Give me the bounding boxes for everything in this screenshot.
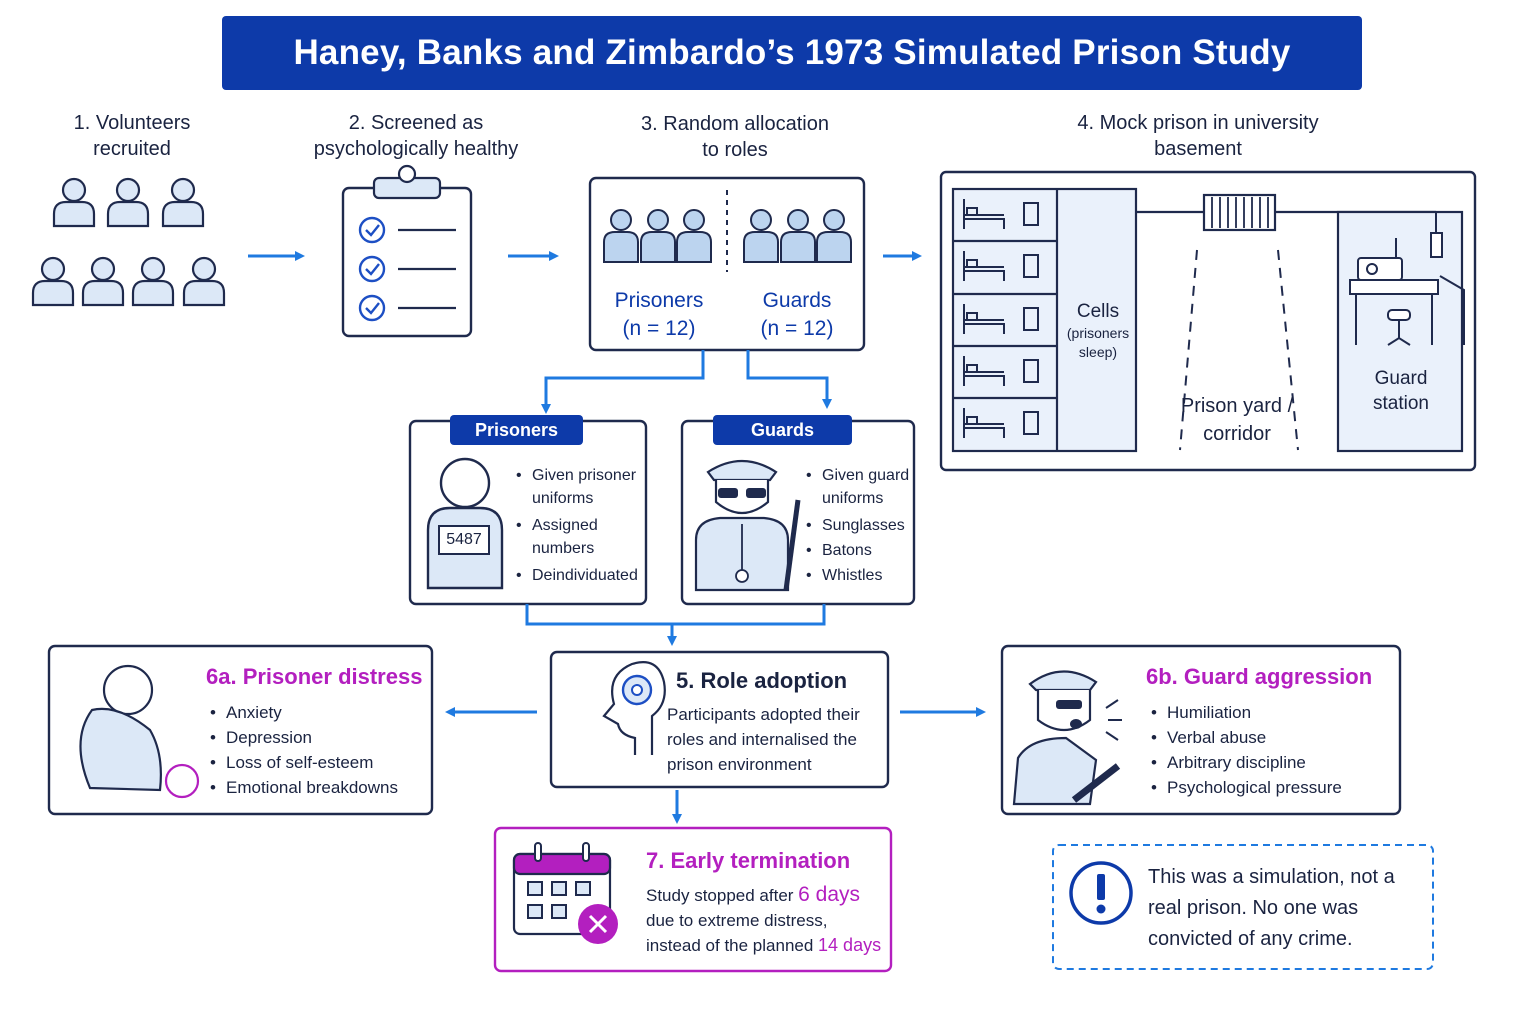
list-item: Arbitrary discipline bbox=[1151, 750, 1391, 775]
role-adoption-text: Participants adopted their roles and int… bbox=[667, 702, 882, 777]
termination-text: Study stopped after 6 days due to extrem… bbox=[646, 882, 886, 958]
prisoner-distress-title: 6a. Prisoner distress bbox=[206, 664, 423, 689]
prisoner-number-badge: 5487 bbox=[446, 531, 482, 548]
page-title: Haney, Banks and Zimbardo’s 1973 Simulat… bbox=[293, 33, 1291, 72]
list-item: Emotional breakdowns bbox=[210, 775, 422, 800]
guard-figure-icon bbox=[694, 460, 801, 592]
termination-line-2: due to extreme distress, bbox=[646, 911, 828, 930]
prisoners-group-icon bbox=[603, 209, 712, 263]
list-item: Given guard uniforms bbox=[806, 464, 910, 510]
prisoners-card-tab: Prisoners bbox=[450, 415, 583, 445]
list-item: Depression bbox=[210, 725, 422, 750]
step2-line2: psychologically healthy bbox=[313, 138, 519, 160]
clipboard-checklist-icon bbox=[341, 164, 473, 338]
exclamation-icon bbox=[1069, 861, 1133, 925]
cells-note-1: (prisoners bbox=[1066, 325, 1130, 341]
prisoner-figure-icon bbox=[426, 457, 504, 590]
list-item: Verbal abuse bbox=[1151, 725, 1391, 750]
station-line-2: station bbox=[1373, 393, 1429, 414]
prisoners-count: (n = 12) bbox=[622, 317, 696, 340]
note-line-3: convicted of any crime. bbox=[1148, 928, 1353, 950]
head-gear-icon bbox=[602, 661, 666, 755]
list-item: Given prisoner uniforms bbox=[516, 464, 642, 510]
planned-duration: 14 days bbox=[818, 935, 882, 955]
role-line-2: roles and internalised the bbox=[667, 730, 857, 749]
guards-card-tab: Guards bbox=[713, 415, 852, 445]
list-item: Anxiety bbox=[210, 700, 422, 725]
list-item: Loss of self-esteem bbox=[210, 750, 422, 775]
cells-note-2: sleep) bbox=[1078, 344, 1118, 360]
guards-count: (n = 12) bbox=[760, 317, 834, 340]
arrow-to-prisoners bbox=[541, 350, 705, 414]
guards-card-list: Given guard uniforms Sunglasses Batons W… bbox=[806, 464, 910, 587]
role-line-1: Participants adopted their bbox=[667, 705, 860, 724]
termination-line-1: Study stopped after 6 days bbox=[646, 883, 861, 906]
list-item: Whistles bbox=[806, 564, 910, 587]
step4-line1: 4. Mock prison in university bbox=[1077, 112, 1319, 134]
distressed-person-icon bbox=[79, 664, 200, 799]
list-item: Psychological pressure bbox=[1151, 775, 1391, 800]
step4-line2: basement bbox=[1154, 138, 1242, 160]
note-line-1: This was a simulation, not a bbox=[1148, 866, 1395, 888]
list-item: Sunglasses bbox=[806, 514, 910, 537]
termination-line-3: instead of the planned 14 days bbox=[646, 935, 882, 955]
step3-line1: 3. Random allocation bbox=[641, 113, 829, 135]
step2-line1: 2. Screened as bbox=[348, 112, 484, 134]
step1-line1: 1. Volunteers bbox=[73, 112, 191, 134]
title-banner: Haney, Banks and Zimbardo’s 1973 Simulat… bbox=[222, 16, 1362, 90]
prisoners-allocation-label: Prisoners (n = 12) bbox=[600, 287, 718, 343]
flow-arrows bbox=[248, 251, 986, 824]
guard-aggression-title: 6b. Guard aggression bbox=[1146, 664, 1373, 689]
cells-label: Cells (prisoners sleep) bbox=[1060, 300, 1136, 362]
role-adoption-title: 5. Role adoption bbox=[676, 668, 848, 693]
prisoner-distress-list: Anxiety Depression Loss of self-esteem E… bbox=[210, 700, 422, 800]
guard-station-label: Guard station bbox=[1350, 366, 1452, 416]
list-item: Assigned numbers bbox=[516, 514, 642, 560]
list-item: Batons bbox=[806, 539, 910, 562]
guards-group-icon bbox=[743, 209, 852, 263]
mock-prison-floorplan bbox=[939, 170, 1477, 472]
step4-label: 4. Mock prison in university basement bbox=[1040, 110, 1356, 162]
disclaimer-box bbox=[1052, 844, 1434, 970]
guards-label: Guards bbox=[762, 289, 832, 312]
yard-line-2: corridor bbox=[1203, 423, 1271, 445]
step3-label: 3. Random allocation to roles bbox=[620, 111, 850, 163]
calendar-cancel-icon bbox=[512, 842, 618, 944]
yard-line-1: Prison yard / bbox=[1180, 395, 1294, 417]
shouting-guard-icon bbox=[1012, 670, 1122, 806]
prisoners-card-list: Given prisoner uniforms Assigned numbers… bbox=[516, 464, 642, 587]
step3-line2: to roles bbox=[702, 139, 768, 161]
note-line-2: real prison. No one was bbox=[1148, 897, 1359, 919]
termination-title: 7. Early termination bbox=[646, 848, 851, 873]
list-item: Humiliation bbox=[1151, 700, 1391, 725]
role-line-3: prison environment bbox=[667, 755, 812, 774]
list-item: Deindividuated bbox=[516, 564, 642, 587]
volunteers-icon bbox=[31, 177, 226, 307]
step1-line2: recruited bbox=[93, 138, 171, 160]
guards-allocation-label: Guards (n = 12) bbox=[738, 287, 856, 343]
actual-duration: 6 days bbox=[798, 883, 861, 906]
cells-title: Cells bbox=[1076, 301, 1120, 322]
station-line-1: Guard bbox=[1374, 368, 1428, 389]
arrow-to-guards bbox=[746, 350, 832, 409]
guard-aggression-list: Humiliation Verbal abuse Arbitrary disci… bbox=[1151, 700, 1391, 800]
step2-label: 2. Screened as psychologically healthy bbox=[296, 110, 536, 162]
yard-label: Prison yard / corridor bbox=[1164, 392, 1310, 448]
prisoners-label: Prisoners bbox=[614, 289, 704, 312]
disclaimer-text: This was a simulation, not a real prison… bbox=[1148, 862, 1418, 955]
merge-line bbox=[525, 604, 826, 626]
step1-label: 1. Volunteers recruited bbox=[44, 110, 220, 162]
